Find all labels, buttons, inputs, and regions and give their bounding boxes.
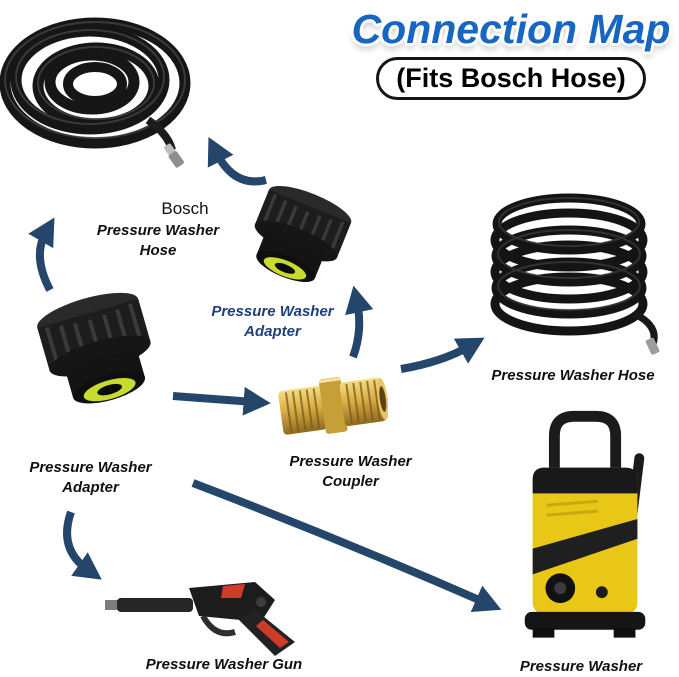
arrow-left-adapter-to-bosch-label <box>28 217 55 292</box>
hose-right-image <box>490 193 660 355</box>
subtitle-wrap: (Fits Bosch Hose) <box>348 57 674 100</box>
adapter-left-image <box>37 292 151 404</box>
coupler-label: Pressure Washer Coupler <box>289 453 412 490</box>
arrow-adapter-to-coupler <box>172 386 271 416</box>
bosch-brand-label: Bosch <box>161 199 209 218</box>
washer-image <box>524 410 646 638</box>
arrow-coupler-to-hose <box>400 337 485 373</box>
coupler-image <box>278 377 388 435</box>
bosch-hose-image <box>0 17 191 168</box>
adapter-top-image <box>254 185 352 283</box>
gun-image <box>105 582 295 656</box>
hose-right-label: Pressure Washer Hose <box>491 367 655 384</box>
adapter-top-label: Pressure Washer Adapter <box>211 303 334 340</box>
arrow-adapter-to-gun <box>63 510 102 580</box>
subtitle-badge: (Fits Bosch Hose) <box>376 57 646 100</box>
adapter-left-label: Pressure Washer Adapter <box>29 459 152 496</box>
arrow-adapter-to-bosch-hose <box>207 136 267 186</box>
bosch-hose-label: Pressure Washer Hose <box>96 222 220 259</box>
arrow-coupler-to-adapter <box>345 285 374 359</box>
page-title: Connection Map <box>351 6 671 52</box>
gun-label: Pressure Washer Gun <box>145 656 303 673</box>
washer-label: Pressure Washer <box>519 658 643 675</box>
